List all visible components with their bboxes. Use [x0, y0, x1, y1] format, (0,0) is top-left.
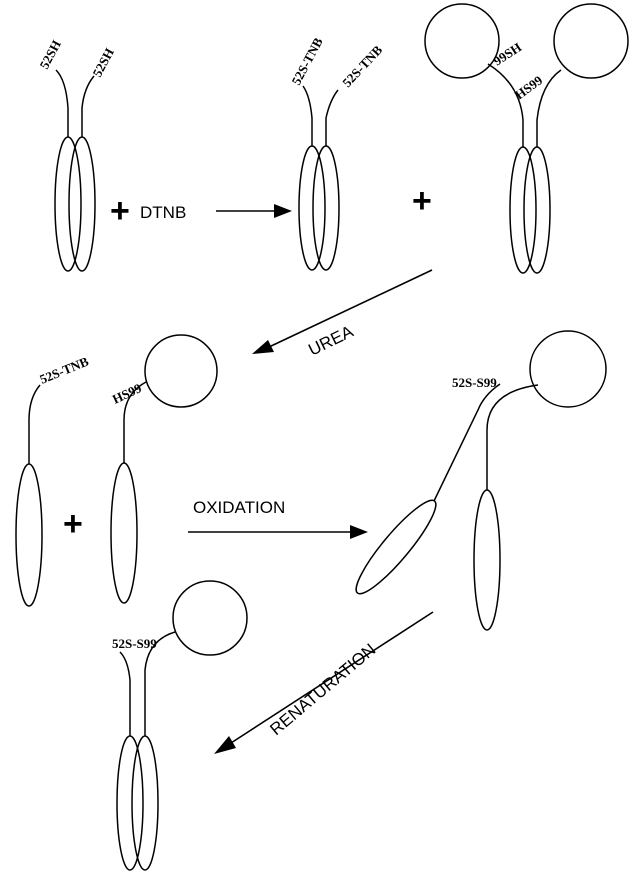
- label-52s-s99-bottom: 52S-S99: [112, 636, 157, 651]
- helix-ellipse-left: [510, 147, 536, 273]
- label-99sh: 99SH: [490, 39, 524, 68]
- tail-left: [303, 86, 312, 146]
- dimer-52sh: 52SH 52SH: [36, 38, 116, 271]
- helix-ellipse-right: [69, 137, 95, 271]
- label-52s-tnb-single: 52S-TNB: [38, 354, 91, 387]
- arrow-dtnb: [216, 204, 292, 218]
- tail-tilted: [434, 384, 500, 501]
- tail: [29, 385, 40, 464]
- step-label-oxidation: OXIDATION: [193, 498, 285, 517]
- globular-domain: [173, 581, 247, 655]
- helix-ellipse-right: [313, 146, 339, 270]
- helix-ellipse-left: [299, 146, 325, 270]
- label-52sh-right: 52SH: [89, 46, 116, 80]
- arrow-oxidation: [188, 525, 368, 539]
- tail-left: [120, 652, 130, 736]
- label-52s-tnb-right: 52S-TNB: [339, 42, 385, 90]
- helix-ellipse-tilted: [347, 493, 444, 602]
- plus-sign: +: [110, 192, 130, 230]
- globular-domain-right: [554, 4, 628, 78]
- helix-ellipse-right: [132, 736, 158, 870]
- step-label-urea: UREA: [305, 322, 356, 360]
- tail-left: [488, 64, 523, 147]
- helix-ellipse-right: [524, 147, 550, 273]
- globular-domain: [145, 335, 217, 407]
- label-52s-tnb-left: 52S-TNB: [288, 35, 325, 88]
- dimer-99sh: 99SH HS99: [425, 4, 628, 273]
- step-label-renaturation: RENATURATION: [266, 640, 379, 739]
- tail-left: [56, 70, 68, 137]
- globular-domain-left: [425, 4, 499, 78]
- heterodimer-52s-s99: 52S-S99: [347, 331, 606, 630]
- label-52sh-left: 52SH: [36, 38, 63, 72]
- tail-right: [326, 90, 338, 146]
- label-52s-s99-mid: 52S-S99: [452, 375, 497, 390]
- helix-ellipse-upright: [474, 490, 500, 630]
- plus-sign: +: [412, 182, 432, 220]
- monomer-52s-tnb: 52S-TNB: [16, 354, 91, 606]
- helix-ellipse-left: [55, 137, 81, 271]
- label-hs99: HS99: [512, 72, 546, 102]
- dimer-52s-tnb: 52S-TNB 52S-TNB: [288, 35, 385, 270]
- dimer-52s-s99: 52S-S99: [112, 581, 247, 870]
- helix-ellipse: [16, 464, 42, 606]
- helix-ellipse-left: [117, 736, 143, 870]
- tail-right: [82, 76, 94, 137]
- plus-sign: +: [63, 505, 83, 543]
- step-label-dtnb: DTNB: [140, 203, 186, 222]
- globular-domain: [530, 331, 606, 407]
- monomer-hs99: HS99: [110, 335, 217, 603]
- tail-upright: [487, 385, 538, 490]
- helix-ellipse: [111, 463, 137, 603]
